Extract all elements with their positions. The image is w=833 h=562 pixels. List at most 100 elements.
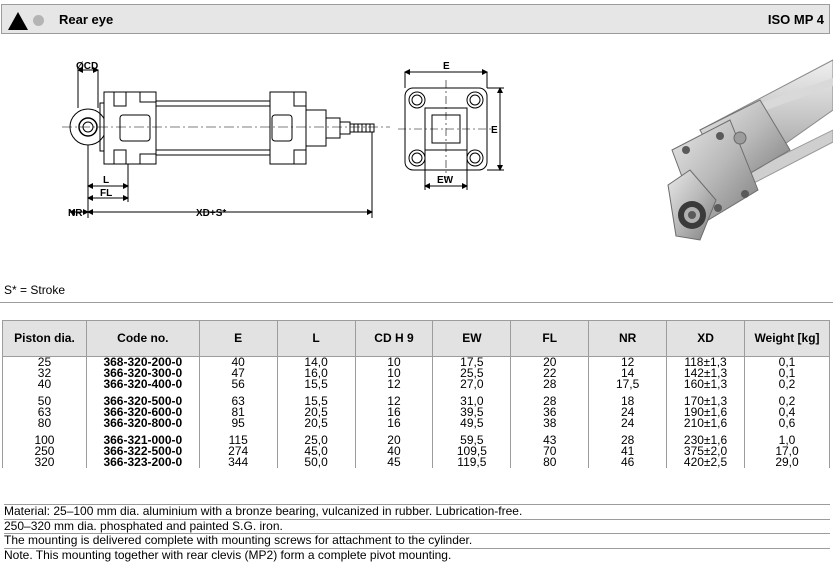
table-cell: 28	[510, 378, 590, 390]
dim-label-ew: EW	[437, 175, 454, 186]
page-title: Rear eye	[59, 12, 114, 27]
column-header: FL	[510, 320, 590, 357]
specification-table: Piston dia. Code no. E L CD H 9 EW FL NR…	[2, 320, 830, 468]
gap-cell	[744, 429, 830, 435]
stroke-note: S* = Stroke	[4, 283, 66, 297]
table-cell: 50	[2, 395, 87, 407]
table-cell: 100	[2, 434, 87, 446]
table-cell: 15,5	[276, 378, 356, 390]
table-cell: 250	[2, 445, 87, 457]
table-cell: 0,2	[744, 378, 830, 390]
gap-cell	[2, 390, 87, 396]
table-cell: 80	[510, 456, 590, 468]
table-cell: 46	[588, 456, 668, 468]
table-cell: 29,0	[744, 456, 830, 468]
table-cell: 1,0	[744, 434, 830, 446]
dim-label-cd: ØCD	[76, 61, 98, 72]
column-header: Code no.	[85, 320, 200, 357]
table-cell: 59,5	[432, 434, 512, 446]
note-line: 250–320 mm dia. phosphated and painted S…	[4, 519, 830, 534]
column-header: Weight [kg]	[744, 320, 830, 357]
table-cell: 0,1	[744, 367, 830, 379]
table-cell: 320	[2, 456, 87, 468]
group-gap	[2, 429, 830, 435]
dim-label-fl: FL	[100, 188, 112, 199]
table-cell: 210±1,6	[666, 417, 745, 429]
table-cell: 27,0	[432, 378, 512, 390]
code-cell: 366-320-600-0	[85, 406, 200, 418]
note-line: The mounting is delivered complete with …	[4, 533, 830, 549]
table-cell: 344	[198, 456, 278, 468]
separator	[0, 302, 833, 303]
status-dot-icon	[33, 15, 44, 26]
header-bar: Rear eye ISO MP 4	[1, 4, 830, 34]
table-cell: 32	[2, 367, 87, 379]
table-cell: 49,5	[432, 417, 512, 429]
table-cell: 39,5	[432, 406, 512, 418]
group-gap	[2, 390, 830, 396]
code-cell: 368-320-200-0	[85, 356, 200, 368]
table-cell: 80	[2, 417, 87, 429]
column-header: E	[198, 320, 278, 357]
standard-label: ISO MP 4	[767, 12, 824, 27]
warning-triangle-icon	[8, 12, 28, 30]
table-cell: 16	[354, 417, 434, 429]
code-cell: 366-323-200-0	[85, 456, 200, 468]
notes: Material: 25–100 mm dia. aluminium with …	[4, 504, 830, 562]
table-cell: 0,6	[744, 417, 830, 429]
gap-cell	[85, 429, 200, 435]
code-cell: 366-320-400-0	[85, 378, 200, 390]
table-cell: 45	[354, 456, 434, 468]
code-cell: 366-320-300-0	[85, 367, 200, 379]
gap-cell	[2, 429, 87, 435]
gap-cell	[432, 390, 512, 396]
table-cell: 12	[354, 378, 434, 390]
table-cell: 25,5	[432, 367, 512, 379]
table-cell: 420±2,5	[666, 456, 745, 468]
table-cell: 0,2	[744, 395, 830, 407]
table-cell: 0,4	[744, 406, 830, 418]
side-view-drawing	[62, 67, 390, 218]
dim-label-e-top: E	[443, 61, 450, 72]
code-cell: 366-322-500-0	[85, 445, 200, 457]
table-cell: 56	[198, 378, 278, 390]
table-cell: 17,5	[588, 378, 668, 390]
table-cell: 109,5	[432, 445, 512, 457]
end-view-drawing	[398, 69, 504, 190]
table-header-row: Piston dia. Code no. E L CD H 9 EW FL NR…	[2, 320, 830, 357]
technical-drawings: ØCD L FL NR XD+S* E E EW	[62, 59, 833, 241]
table-cell: 95	[198, 417, 278, 429]
column-header: CD H 9	[354, 320, 434, 357]
table-cell: 50,0	[276, 456, 356, 468]
gap-cell	[432, 429, 512, 435]
table-cell: 160±1,3	[666, 378, 745, 390]
table-cell: 38	[510, 417, 590, 429]
table-cell: 40	[2, 378, 87, 390]
code-cell: 366-320-800-0	[85, 417, 200, 429]
table-cell: 20,5	[276, 417, 356, 429]
table-cell: 17,0	[744, 445, 830, 457]
column-header: Piston dia.	[2, 320, 87, 357]
column-header: NR	[588, 320, 668, 357]
table-cell: 25	[2, 356, 87, 368]
gap-cell	[744, 390, 830, 396]
table-cell: 31,0	[432, 395, 512, 407]
dim-label-xd: XD+S*	[196, 208, 226, 219]
table-cell: 119,5	[432, 456, 512, 468]
dim-label-l: L	[103, 175, 109, 186]
dim-label-e-side: E	[491, 125, 498, 136]
code-cell: 366-320-500-0	[85, 395, 200, 407]
note-line: Note. This mounting together with rear c…	[4, 548, 830, 562]
note-line: Material: 25–100 mm dia. aluminium with …	[4, 504, 830, 520]
column-header: EW	[432, 320, 512, 357]
table-cell: 17,5	[432, 356, 512, 368]
gap-cell	[85, 390, 200, 396]
code-cell: 366-321-000-0	[85, 434, 200, 446]
